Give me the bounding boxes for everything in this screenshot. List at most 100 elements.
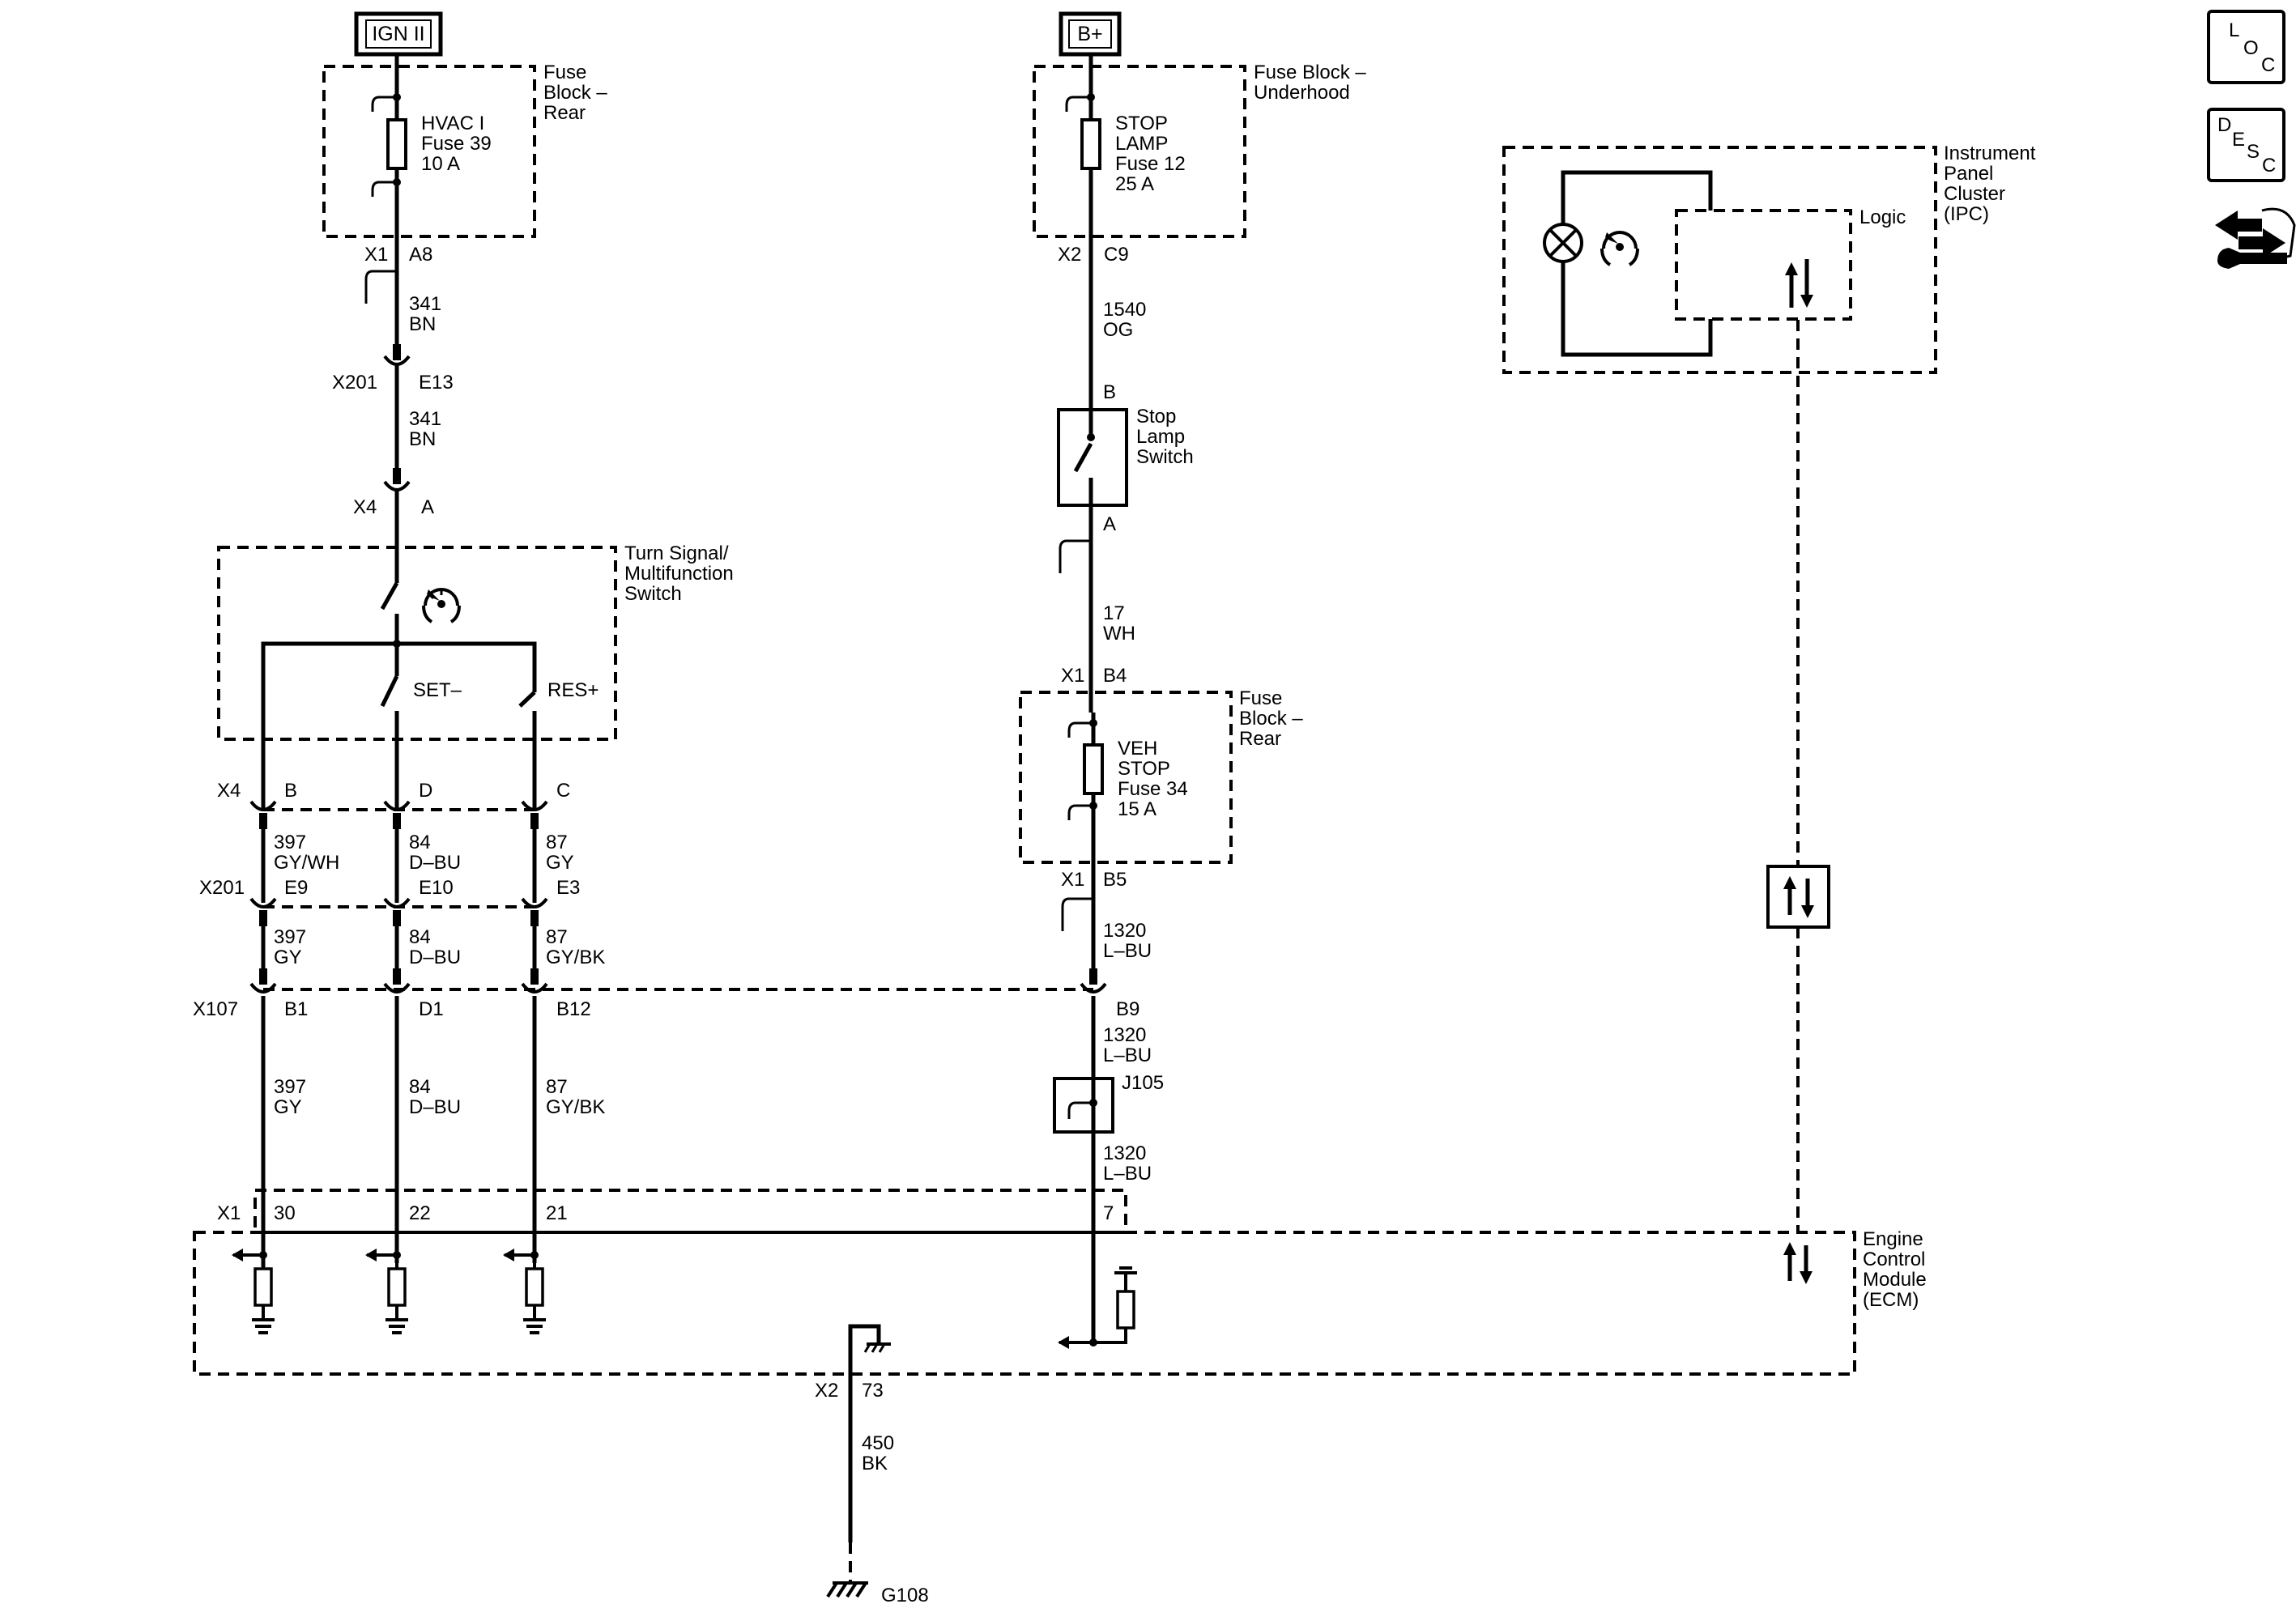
stop-lamp-inline-terminal bbox=[1059, 539, 1091, 573]
wire-17-wh: 17 WH bbox=[1088, 505, 1135, 713]
svg-text:Fuse: Fuse bbox=[543, 62, 586, 83]
battery-power-label: B+ bbox=[1059, 11, 1122, 57]
serial-data-arrows-icon[interactable] bbox=[1766, 865, 1830, 929]
svg-text:STOP: STOP bbox=[1115, 113, 1168, 134]
svg-text:84: 84 bbox=[409, 1076, 431, 1098]
svg-text:C: C bbox=[556, 780, 570, 802]
svg-text:B+: B+ bbox=[1077, 23, 1102, 45]
svg-text:Underhood: Underhood bbox=[1254, 82, 1350, 104]
svg-text:X201: X201 bbox=[332, 372, 377, 394]
svg-text:Module: Module bbox=[1863, 1269, 1927, 1291]
svg-text:1320: 1320 bbox=[1103, 920, 1146, 942]
veh-stop-fuse-34: VEH STOP Fuse 34 15 A bbox=[1067, 713, 1188, 984]
svg-text:7: 7 bbox=[1103, 1202, 1114, 1224]
svg-text:D: D bbox=[2217, 114, 2231, 136]
svg-text:Control: Control bbox=[1863, 1249, 1925, 1270]
svg-text:84: 84 bbox=[409, 832, 431, 853]
svg-text:A8: A8 bbox=[409, 244, 432, 266]
svg-text:Rear: Rear bbox=[1239, 728, 1281, 750]
svg-text:87: 87 bbox=[546, 926, 568, 948]
svg-text:X2: X2 bbox=[1058, 244, 1081, 266]
fuse-block-rear-top: Fuse Block – Rear bbox=[322, 62, 607, 238]
svg-text:E3: E3 bbox=[556, 877, 580, 899]
engine-control-module: Engine Control Module (ECM) bbox=[193, 1228, 1927, 1376]
svg-text:341: 341 bbox=[409, 408, 441, 430]
svg-text:X4: X4 bbox=[217, 780, 241, 802]
description-icon[interactable]: D E S C bbox=[2207, 108, 2285, 182]
svg-text:397: 397 bbox=[274, 1076, 306, 1098]
location-icon[interactable]: L O C bbox=[2207, 10, 2285, 84]
svg-text:73: 73 bbox=[862, 1380, 884, 1402]
svg-text:O: O bbox=[2243, 37, 2259, 59]
ecm-input-7 bbox=[1058, 1266, 1137, 1349]
svg-text:STOP: STOP bbox=[1118, 758, 1170, 780]
svg-text:Lamp: Lamp bbox=[1136, 426, 1185, 448]
svg-text:Fuse 39: Fuse 39 bbox=[421, 133, 492, 155]
svg-text:X4: X4 bbox=[353, 496, 377, 518]
svg-text:VEH: VEH bbox=[1118, 738, 1157, 759]
svg-text:B: B bbox=[1103, 381, 1116, 403]
svg-text:BN: BN bbox=[409, 428, 436, 450]
svg-text:B4: B4 bbox=[1103, 665, 1127, 687]
connector-x4-a: X4 A bbox=[353, 468, 434, 583]
ecm-data-arrows-icon bbox=[1783, 1242, 1813, 1284]
svg-text:Instrument: Instrument bbox=[1944, 143, 2036, 164]
fuse-terminal-top-2 bbox=[371, 178, 401, 197]
svg-text:GY: GY bbox=[546, 852, 574, 874]
svg-text:X1: X1 bbox=[1061, 869, 1084, 891]
svg-text:B9: B9 bbox=[1116, 998, 1139, 1020]
ipc-logic-block: Logic bbox=[1675, 206, 1906, 321]
svg-text:L–BU: L–BU bbox=[1103, 1045, 1152, 1066]
svg-text:B12: B12 bbox=[556, 998, 591, 1020]
svg-text:WH: WH bbox=[1103, 623, 1135, 645]
svg-text:C9: C9 bbox=[1104, 244, 1129, 266]
ecm-ground-circuit: X2 73 450 BK bbox=[815, 1324, 894, 1583]
svg-text:30: 30 bbox=[274, 1202, 296, 1224]
svg-text:21: 21 bbox=[546, 1202, 568, 1224]
svg-text:Logic: Logic bbox=[1859, 206, 1906, 228]
svg-text:G108: G108 bbox=[881, 1585, 929, 1606]
turn-signal-multifunction-switch: Turn Signal/ Multifunction Switch bbox=[217, 542, 734, 741]
svg-text:E9: E9 bbox=[284, 877, 308, 899]
svg-text:D–BU: D–BU bbox=[409, 852, 461, 874]
svg-text:X1: X1 bbox=[1061, 665, 1084, 687]
instrument-panel-cluster: Instrument Panel Cluster (IPC) bbox=[1502, 143, 2036, 374]
set-minus-switch: SET– bbox=[380, 644, 462, 810]
svg-text:(IPC): (IPC) bbox=[1944, 203, 1989, 225]
svg-text:GY: GY bbox=[274, 1096, 302, 1118]
svg-text:(ECM): (ECM) bbox=[1863, 1289, 1919, 1311]
connector-x1-b5: X1 B5 bbox=[1061, 869, 1127, 931]
svg-text:D1: D1 bbox=[419, 998, 444, 1020]
ipc-lamp-circuit bbox=[1561, 170, 1713, 357]
svg-text:A: A bbox=[1103, 513, 1116, 535]
connector-tool-icon[interactable] bbox=[2215, 207, 2296, 269]
svg-text:17: 17 bbox=[1103, 602, 1125, 624]
connector-x2-c9: X2 C9 bbox=[1058, 244, 1129, 266]
svg-text:397: 397 bbox=[274, 832, 306, 853]
ipc-data-arrows-icon bbox=[1785, 259, 1813, 308]
svg-text:L–BU: L–BU bbox=[1103, 1163, 1152, 1185]
svg-text:450: 450 bbox=[862, 1432, 894, 1454]
cruise-main-switch bbox=[380, 581, 401, 648]
svg-text:1320: 1320 bbox=[1103, 1024, 1146, 1046]
svg-text:X107: X107 bbox=[193, 998, 238, 1020]
svg-text:87: 87 bbox=[546, 1076, 568, 1098]
svg-text:X1: X1 bbox=[364, 244, 388, 266]
svg-text:1320: 1320 bbox=[1103, 1142, 1146, 1164]
ground-g108: G108 bbox=[826, 1581, 929, 1606]
svg-text:RES+: RES+ bbox=[547, 679, 598, 701]
svg-text:IGN II: IGN II bbox=[372, 23, 424, 45]
hvac-fuse-39: HVAC I Fuse 39 10 A bbox=[386, 54, 492, 249]
svg-text:J105: J105 bbox=[1122, 1072, 1164, 1094]
svg-text:1540: 1540 bbox=[1103, 299, 1146, 321]
svg-text:E10: E10 bbox=[419, 877, 454, 899]
splice-j105: J105 bbox=[1053, 1072, 1164, 1134]
svg-text:BN: BN bbox=[409, 313, 436, 335]
connector-x201-e13: X201 E13 bbox=[332, 344, 454, 394]
svg-text:Panel: Panel bbox=[1944, 163, 1993, 185]
res-plus-switch: RES+ bbox=[518, 679, 598, 810]
x4-connector-row: X4 B D C bbox=[217, 780, 570, 829]
svg-text:Engine: Engine bbox=[1863, 1228, 1923, 1250]
